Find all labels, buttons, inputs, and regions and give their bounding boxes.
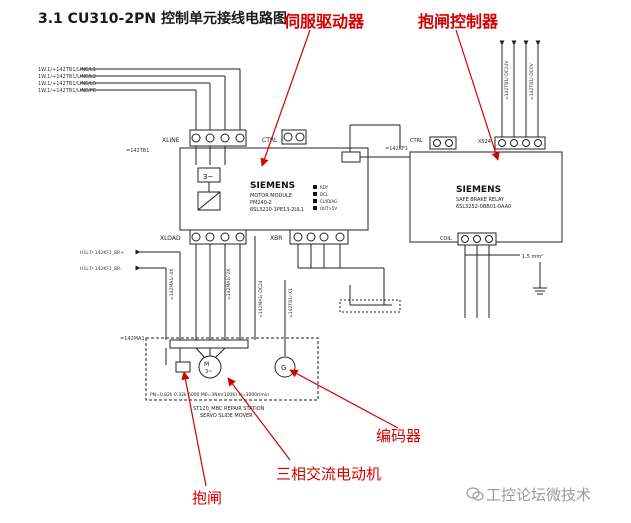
x524-terminal	[494, 136, 546, 150]
motor-module-ref: =142TB1	[126, 148, 149, 154]
brake-label: 抱闸	[192, 489, 223, 507]
led-label: OUT>5V	[320, 206, 337, 211]
rectifier-symbol	[197, 167, 221, 211]
ctrl-label: CTRL	[262, 137, 278, 144]
encoder-label: 编码器	[376, 427, 422, 445]
svg-text:=142TB1/-DC24V: =142TB1/-DC24V	[504, 59, 510, 100]
watermark-icon	[466, 487, 484, 501]
encoder-symbol-text: G	[281, 364, 286, 372]
brake-relay-order: 6SL3252-0BB01-0AA0	[456, 204, 511, 210]
svg-text:=142TB1/-DC0V: =142TB1/-DC0V	[529, 62, 535, 100]
ground-symbol	[533, 262, 547, 295]
brake-relay-brand: SIEMENS	[456, 185, 501, 195]
motor-symbol	[198, 355, 222, 379]
svg-text:H1L7/-142KF1_BR+: H1L7/-142KF1_BR+	[80, 250, 124, 256]
motor-wires	[135, 236, 286, 340]
motor-enclosure	[145, 337, 319, 401]
supply-line-label: 1W.1/+142TB1/LINE/L2	[38, 74, 96, 80]
rectifier-glyph: 3~	[203, 173, 213, 181]
motor-spec: PN=0.82k 0.32k 6000 M0=3Nm(100K) N=3000r…	[150, 392, 269, 398]
supply-line-label: 1W.1/+142TB1/LINE/L1	[38, 67, 96, 73]
motor-block-ref: =142MA1	[120, 336, 145, 342]
relay-ctrl-terminal	[429, 136, 457, 150]
coil-terminal	[457, 232, 497, 246]
status-leds: RDY DCL CU/DIAG OUT>5V	[313, 185, 337, 211]
page-title: 3.1 CU310-2PN 控制单元接线电路图	[38, 11, 287, 27]
supply-lines	[80, 68, 241, 130]
wires-into-module	[195, 146, 226, 165]
ctrl-link	[349, 124, 410, 158]
svg-text:=142TB1/-X1: =142TB1/-X1	[288, 288, 294, 318]
xbr-terminal	[289, 229, 349, 245]
motor-module-brand: SIEMENS	[250, 181, 295, 191]
motor-symbol-text: M	[204, 361, 209, 368]
xbr-wires	[297, 244, 392, 306]
xline-label: XLINE	[162, 137, 180, 144]
brake-relay-ref: =142KF1	[385, 146, 408, 152]
led-label: DCL	[320, 192, 329, 197]
coil-wires	[464, 245, 520, 318]
svg-text:=142MA1/-4X: =142MA1/-4X	[169, 269, 175, 300]
brake-relay-name: SAFE BRAKE RELAY	[456, 197, 505, 203]
motor-module-order: 6SL3210-1PE13-2UL1	[250, 207, 304, 213]
supply-line-label: 1W.1/+142TB1/LINE/PE	[38, 88, 96, 94]
watermark-text: 工控论坛微技术	[486, 486, 592, 504]
coil-label: COIL	[440, 236, 452, 242]
callout-arrows	[181, 29, 500, 487]
motor-symbol-phase: 3~	[205, 369, 212, 375]
led-label: RDY	[320, 185, 329, 190]
svg-text:H1L7/-142KF1_BR-: H1L7/-142KF1_BR-	[80, 266, 122, 272]
wire-tags: H1L7/-142KF1_BR+ H1L7/-142KF1_BR- =142MA…	[80, 250, 294, 318]
axis-label: SERVO SLIDE MOVER	[200, 413, 253, 419]
ctrl-terminal	[281, 129, 307, 145]
brake-coil-symbol	[175, 361, 191, 373]
svg-text:=142MA1/-2X: =142MA1/-2X	[226, 269, 232, 300]
motor-module-model: PM240-2	[250, 200, 272, 206]
three-phase-motor-label: 三相交流电动机	[276, 465, 382, 483]
x524-label: X524	[478, 139, 491, 145]
relay-ctrl-label: CTRL	[410, 138, 423, 144]
xline-terminal	[189, 129, 247, 147]
servo-drive-label: 伺服驱动器	[284, 12, 365, 31]
supply-line-label: 1W.1/+142TB1/LINE/L3	[38, 81, 96, 87]
xload-label: XLOAD	[160, 235, 181, 242]
x524-supply-wires	[499, 40, 541, 137]
ground-spec: 1.5 mm²	[522, 254, 543, 260]
relay-contact-box	[339, 299, 401, 313]
led-label: CU/DIAG	[320, 199, 337, 204]
station-label: ST120_MBC REPAIR STATION	[193, 406, 265, 412]
motor-module-name: MOTOR MODULE	[250, 193, 292, 199]
x524-wire-tags: =142TB1/-DC24V =142TB1/-DC0V	[504, 59, 535, 100]
xbr-label: XBR	[270, 235, 282, 242]
brake-controller-label: 抱闸控制器	[418, 12, 499, 31]
module-x50-terminal	[341, 151, 361, 163]
xload-terminal	[189, 229, 247, 245]
motor-terminal-row	[169, 339, 249, 349]
motor-module-box	[179, 147, 369, 231]
svg-text:=142MA1/-DC24: =142MA1/-DC24	[258, 280, 264, 318]
